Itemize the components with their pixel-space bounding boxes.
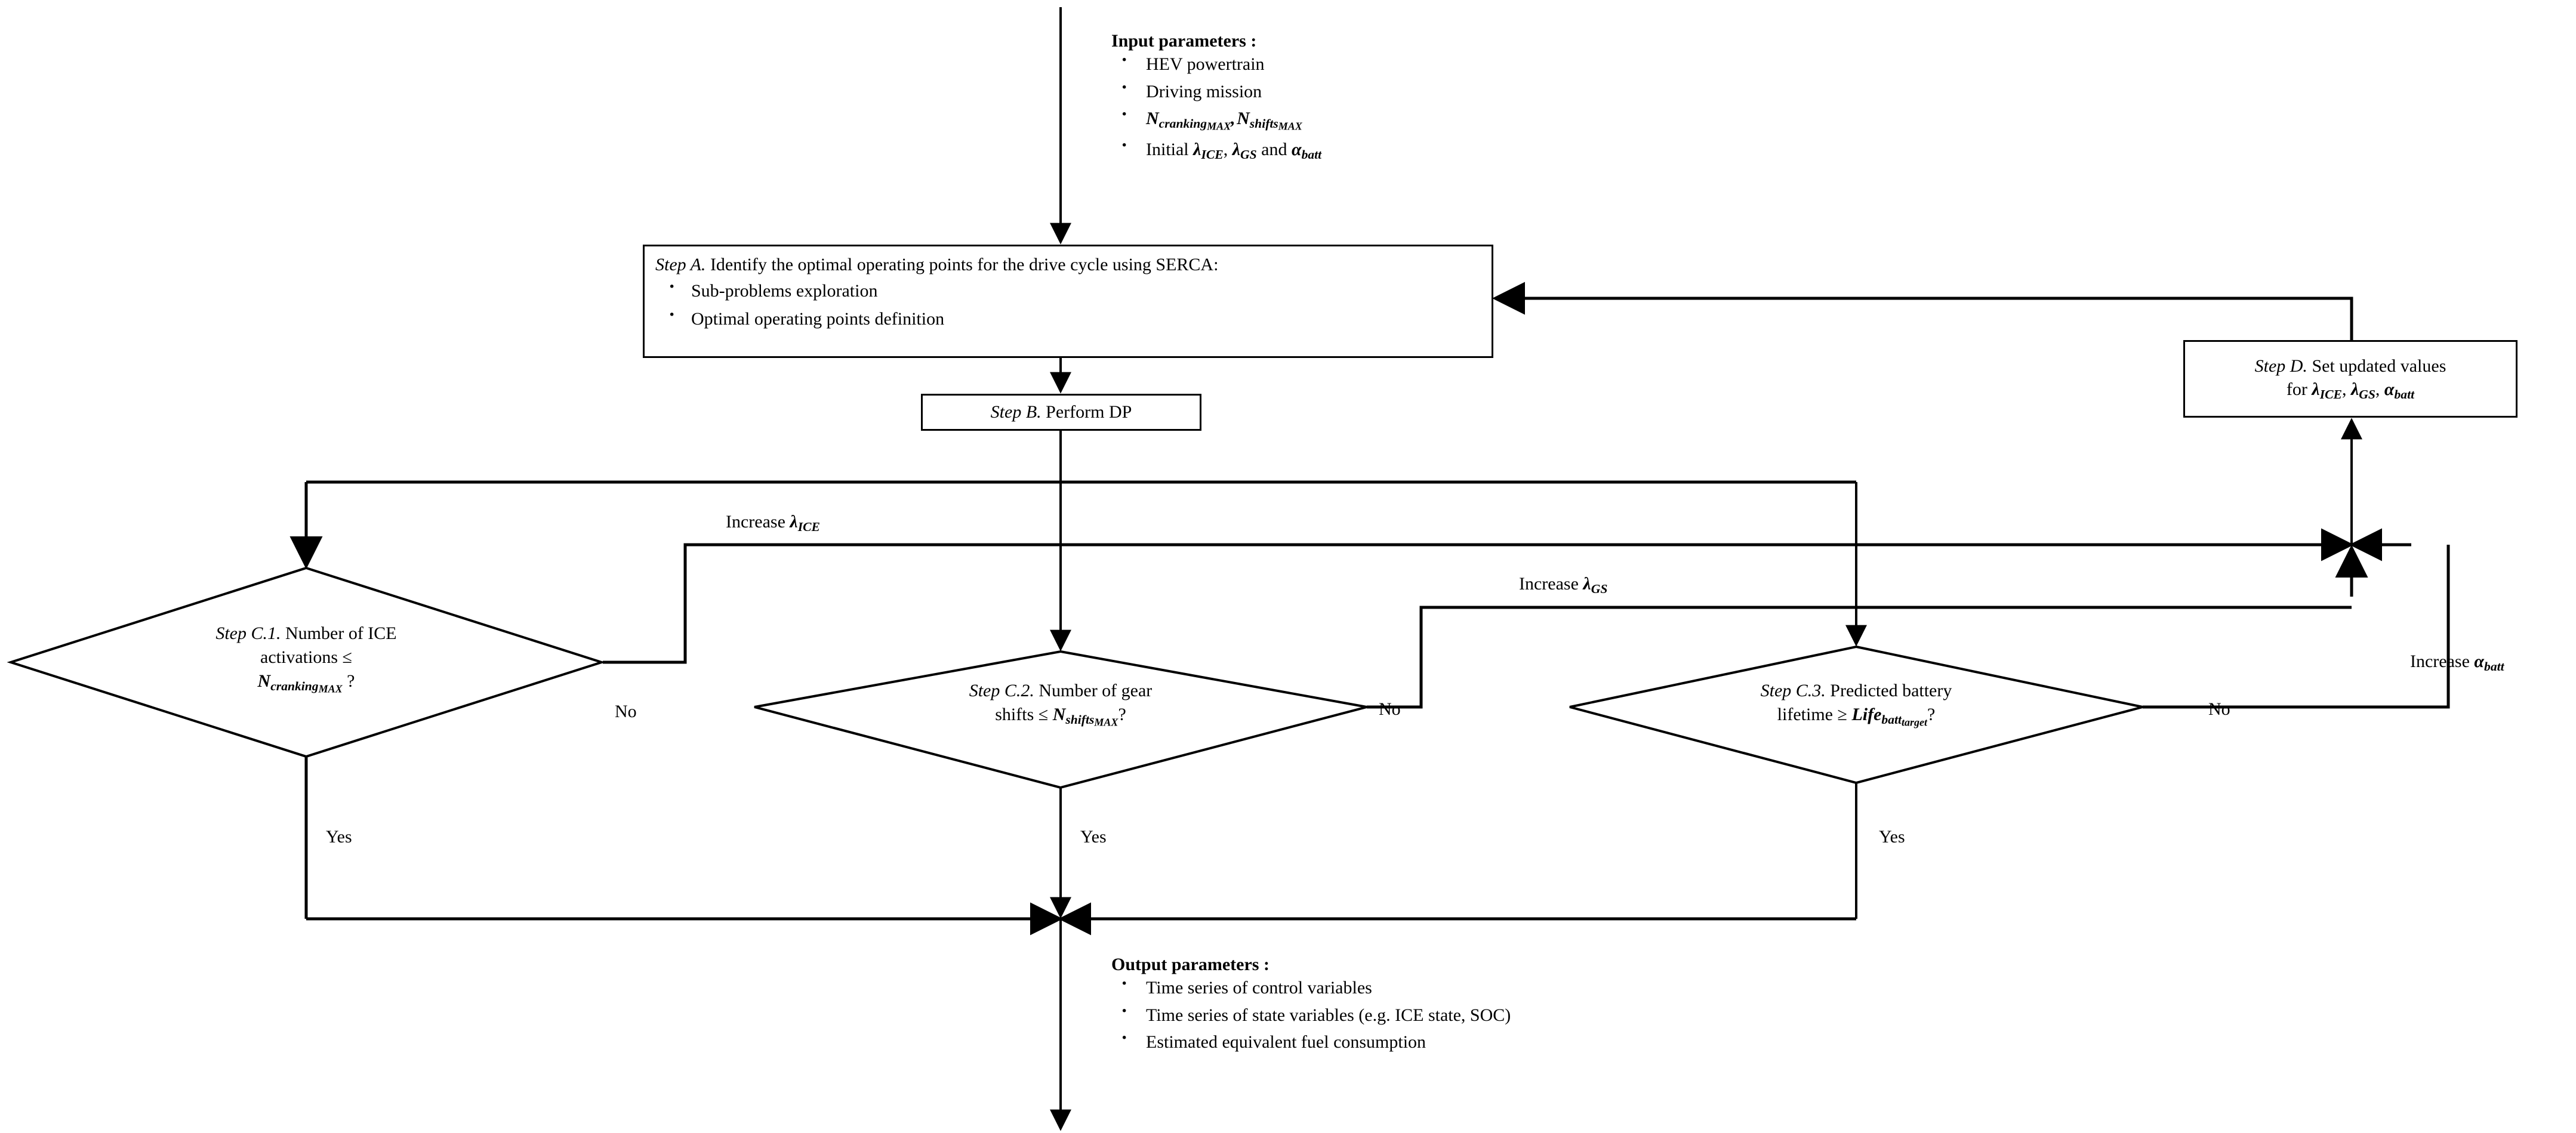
edge-label-increase-lambda-gs: Increase λGS bbox=[1519, 574, 1608, 597]
input-parameters-block: Input parameters : HEV powertrain Drivin… bbox=[1111, 31, 1321, 168]
output-parameters-block: Output parameters : Time series of contr… bbox=[1111, 955, 1511, 1059]
edge-label-yes-c1: Yes bbox=[326, 827, 352, 847]
decision-c1-label: Step C.1. bbox=[215, 623, 281, 643]
step-a-list: Sub-problems exploration Optimal operati… bbox=[655, 275, 1218, 330]
edge-label-no-c2: No bbox=[1379, 699, 1401, 719]
edge-label-increase-alpha-batt: Increase αbatt bbox=[2410, 652, 2504, 674]
edge-label-yes-c2: Yes bbox=[1080, 827, 1107, 847]
decision-c1-line-2: activations ≤ bbox=[260, 647, 352, 668]
edge-label-increase-lambda-ice: Increase λICE bbox=[726, 512, 820, 535]
input-parameter-item: NcrankingMAX, NshiftsMAX bbox=[1111, 102, 1321, 133]
step-b-label: Step B. bbox=[990, 402, 1042, 422]
edge-label-yes-c3: Yes bbox=[1879, 827, 1905, 847]
decision-c1-line-3: NcrankingMAX ? bbox=[257, 671, 355, 695]
decision-c3-label: Step C.3. bbox=[1760, 681, 1826, 700]
output-parameter-item: Time series of control variables bbox=[1111, 971, 1511, 999]
step-d-label: Step D. bbox=[2254, 356, 2307, 376]
decision-c1-line-1: Step C.1. Number of ICE bbox=[215, 623, 397, 643]
step-a-content: Step A. Identify the optimal operating p… bbox=[655, 255, 1218, 336]
step-a-box[interactable]: Step A. Identify the optimal operating p… bbox=[643, 245, 1493, 358]
input-parameter-item: Driving mission bbox=[1111, 75, 1321, 103]
decision-c3-text[interactable]: Step C.3. Predicted battery lifetime ≥ L… bbox=[1677, 679, 2035, 730]
decision-c2-line-1: Step C.2. Number of gear bbox=[969, 681, 1153, 700]
step-a-title-text: Identify the optimal operating points fo… bbox=[710, 255, 1219, 274]
decision-c3-line-1: Step C.3. Predicted battery bbox=[1760, 681, 1952, 700]
decision-c2-text[interactable]: Step C.2. Number of gear shifts ≤ Nshift… bbox=[882, 679, 1240, 730]
step-a-list-item: Optimal operating points definition bbox=[655, 303, 1218, 330]
output-parameters-heading: Output parameters : bbox=[1111, 955, 1269, 974]
decision-c3-line-2: lifetime ≥ Lifebatttarget? bbox=[1777, 705, 1936, 728]
input-parameter-item: HEV powertrain bbox=[1111, 48, 1321, 76]
input-parameter-item: Initial λICE, λGS and αbatt bbox=[1111, 132, 1321, 162]
step-a-title: Step A. Identify the optimal operating p… bbox=[655, 255, 1218, 275]
step-d-box[interactable]: Step D. Set updated values for λICE, λGS… bbox=[2183, 340, 2518, 418]
edge-label-no-c3: No bbox=[2208, 699, 2230, 719]
output-parameter-item: Time series of state variables (e.g. ICE… bbox=[1111, 999, 1511, 1027]
step-d-line-2: for λICE, λGS, αbatt bbox=[2286, 379, 2415, 402]
decision-c2-label: Step C.2. bbox=[969, 681, 1034, 700]
decision-c2-line-2: shifts ≤ NshiftsMAX? bbox=[995, 705, 1126, 728]
step-a-list-item: Sub-problems exploration bbox=[655, 275, 1218, 302]
decision-c1-text[interactable]: Step C.1. Number of ICE activations ≤ Nc… bbox=[127, 622, 485, 696]
step-a-label: Step A. bbox=[655, 255, 706, 274]
step-d-text: Set updated values bbox=[2312, 356, 2446, 376]
input-parameters-heading: Input parameters : bbox=[1111, 31, 1257, 51]
step-b-box[interactable]: Step B. Perform DP bbox=[921, 394, 1201, 431]
step-b-text: Perform DP bbox=[1046, 402, 1132, 422]
input-parameters-list: HEV powertrain Driving mission Ncranking… bbox=[1111, 48, 1321, 162]
step-d-line-1: Step D. Set updated values bbox=[2255, 354, 2446, 378]
output-parameters-list: Time series of control variables Time se… bbox=[1111, 971, 1511, 1054]
edge-label-no-c1: No bbox=[615, 702, 637, 721]
output-parameter-item: Estimated equivalent fuel consumption bbox=[1111, 1026, 1511, 1054]
